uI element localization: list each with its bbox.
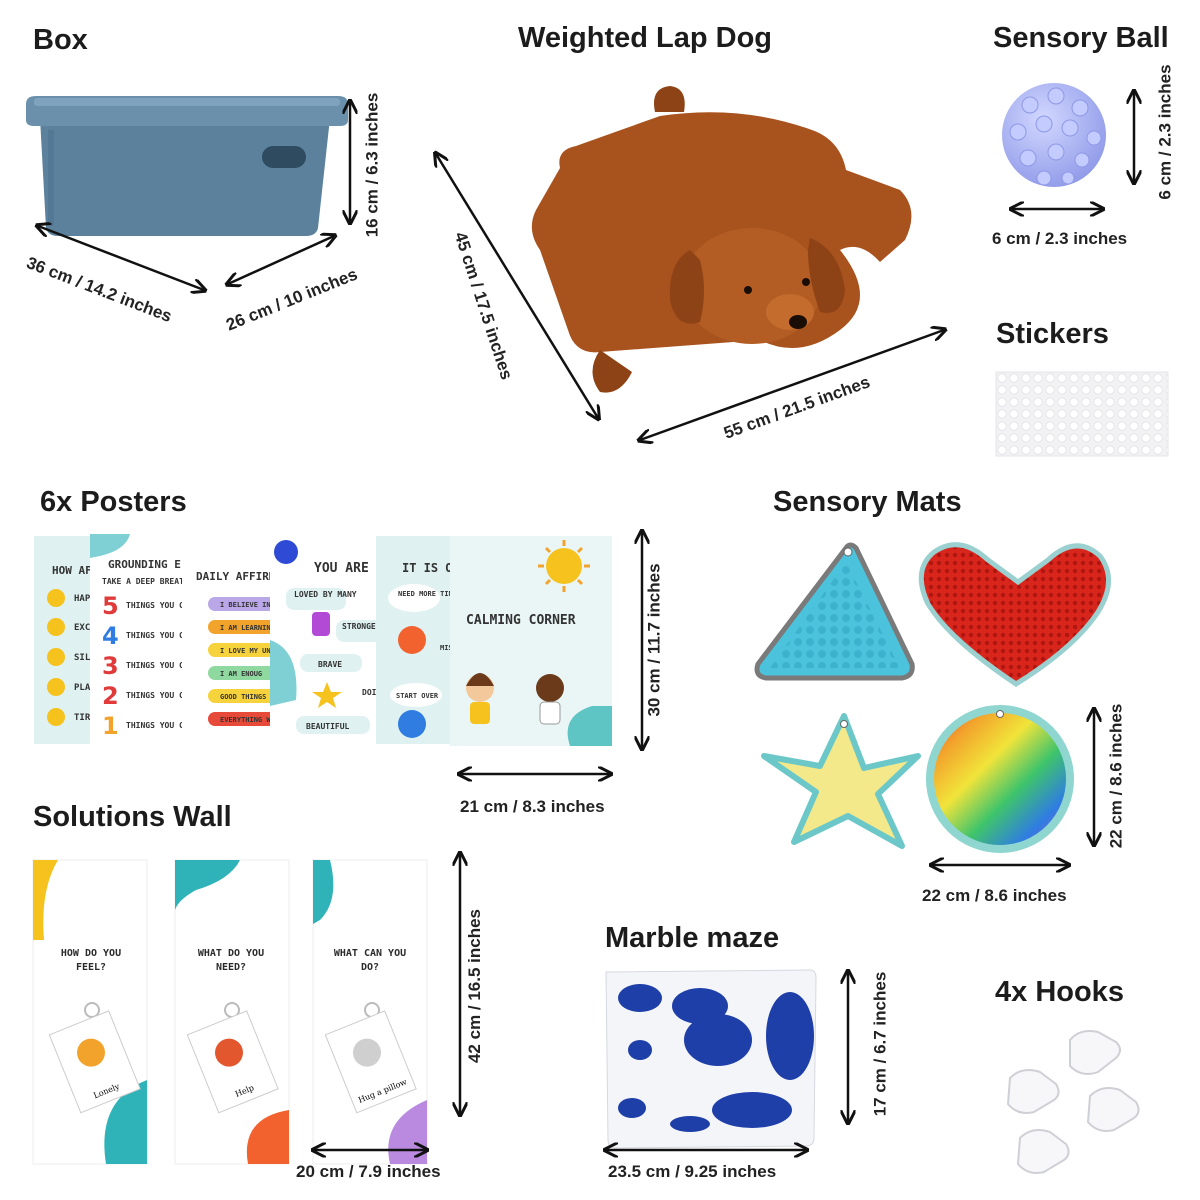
- poster-4-heading: YOU ARE: [314, 561, 369, 576]
- poster-6-heading: CALMING CORNER: [466, 613, 576, 628]
- maze-height-label: 17 cm / 6.7 inches: [870, 971, 890, 1117]
- card-2-question-line1: WHAT DO YOU: [198, 948, 264, 959]
- poster-5-heading: IT IS OI: [402, 561, 460, 575]
- marble-maze-image: [605, 969, 817, 1149]
- poster-4-row: BRAVE: [318, 660, 342, 669]
- poster-2-row: THINGS YOU C: [126, 631, 184, 640]
- card-3-question-line1: WHAT CAN YOU: [334, 948, 406, 959]
- poster-4-row: DOI: [362, 688, 377, 697]
- poster-1-row: EXCI: [74, 623, 96, 633]
- poster-5-row: START OVER: [396, 692, 439, 700]
- box-title: Box: [33, 24, 88, 56]
- poster-3-heading: DAILY AFFIRM: [196, 570, 276, 583]
- maze-title: Marble maze: [605, 922, 780, 954]
- poster-2-number: 5: [102, 592, 119, 620]
- poster-5-row: NEED MORE TIME: [398, 590, 457, 598]
- ball-height-label: 6 cm / 2.3 inches: [1155, 64, 1175, 200]
- posters-width-label: 21 cm / 8.3 inches: [460, 797, 605, 816]
- posters-height-label: 30 cm / 11.7 inches: [644, 563, 664, 717]
- poster-3-row: EVERYTHING WILL: [220, 716, 283, 724]
- poster-1-row: PLAY: [74, 683, 96, 693]
- poster-3-row: I AM LEARNING E: [220, 624, 283, 632]
- poster-4-row: LOVED BY MANY: [294, 590, 357, 599]
- mats-title: Sensory Mats: [773, 486, 962, 518]
- poster-2-number: 4: [102, 622, 119, 650]
- poster-3-row: I BELIEVE IN M: [220, 601, 279, 609]
- solutions-width-label: 20 cm / 7.9 inches: [296, 1162, 441, 1181]
- poster-4-row: BEAUTIFUL: [306, 722, 350, 731]
- lap-dog-image: [531, 86, 912, 393]
- poster-2-row: THINGS YOU C: [126, 601, 184, 610]
- poster-3-row: I LOVE MY UNIQ: [220, 647, 279, 655]
- poster-2-number: 1: [102, 712, 119, 740]
- ball-width-label: 6 cm / 2.3 inches: [992, 229, 1128, 248]
- poster-1-row: TIRE: [74, 713, 96, 723]
- poster-2-row: THINGS YOU C: [126, 721, 184, 730]
- storage-box-image: [26, 96, 348, 236]
- poster-3-row: I AM ENOUG: [220, 670, 262, 678]
- poster-5-row: MIS: [440, 644, 453, 652]
- card-1-question-line1: HOW DO YOU: [61, 948, 121, 959]
- solutions-title: Solutions Wall: [33, 801, 232, 833]
- poster-2-number: 2: [102, 682, 119, 710]
- posters-title: 6x Posters: [40, 486, 187, 518]
- poster-2-sub: TAKE A DEEP BREAT: [102, 577, 184, 586]
- poster-4-row: STRONGE YOU T: [342, 622, 405, 631]
- poster-2-number: 3: [102, 652, 119, 680]
- poster-1-heading: HOW AF: [52, 564, 92, 577]
- mats-width-label: 22 cm / 8.6 inches: [922, 886, 1067, 905]
- poster-1-row: SILL: [74, 653, 96, 663]
- poster-2-heading: GROUNDING E: [108, 558, 181, 571]
- sensory-ball-image: [1002, 83, 1106, 187]
- card-2-question-line2: NEED?: [216, 962, 246, 973]
- card-3-question-line2: DO?: [361, 962, 379, 973]
- maze-width-label: 23.5 cm / 9.25 inches: [608, 1162, 777, 1181]
- poster-3-row: GOOD THINGS HAPPENIN: [220, 693, 304, 701]
- posters-image: HOW AF HAP EXCI SILL PLAY TIRE GROUNDING…: [34, 534, 612, 746]
- poster-2-row: THINGS YOU C: [126, 691, 184, 700]
- sensory-mats-image: [754, 542, 1111, 853]
- stickers-title: Stickers: [996, 318, 1109, 350]
- sticker-sheet-image: [995, 371, 1169, 457]
- box-height-label: 16 cm / 6.3 inches: [362, 92, 382, 238]
- dog-title: Weighted Lap Dog: [518, 22, 773, 54]
- card-1-question-line2: FEEL?: [76, 962, 106, 973]
- hooks-image: [1006, 1030, 1140, 1174]
- solutions-height-label: 42 cm / 16.5 inches: [465, 908, 485, 1064]
- hooks-title: 4x Hooks: [995, 976, 1124, 1008]
- poster-2-row: THINGS YOU C: [126, 661, 184, 670]
- ball-title: Sensory Ball: [993, 22, 1169, 54]
- solutions-wall-image: HOW DO YOU FEEL? WHAT DO YOU NEED? WHAT …: [32, 859, 428, 1165]
- poster-1-row: HAP: [74, 594, 91, 604]
- mats-height-label: 22 cm / 8.6 inches: [1106, 703, 1126, 849]
